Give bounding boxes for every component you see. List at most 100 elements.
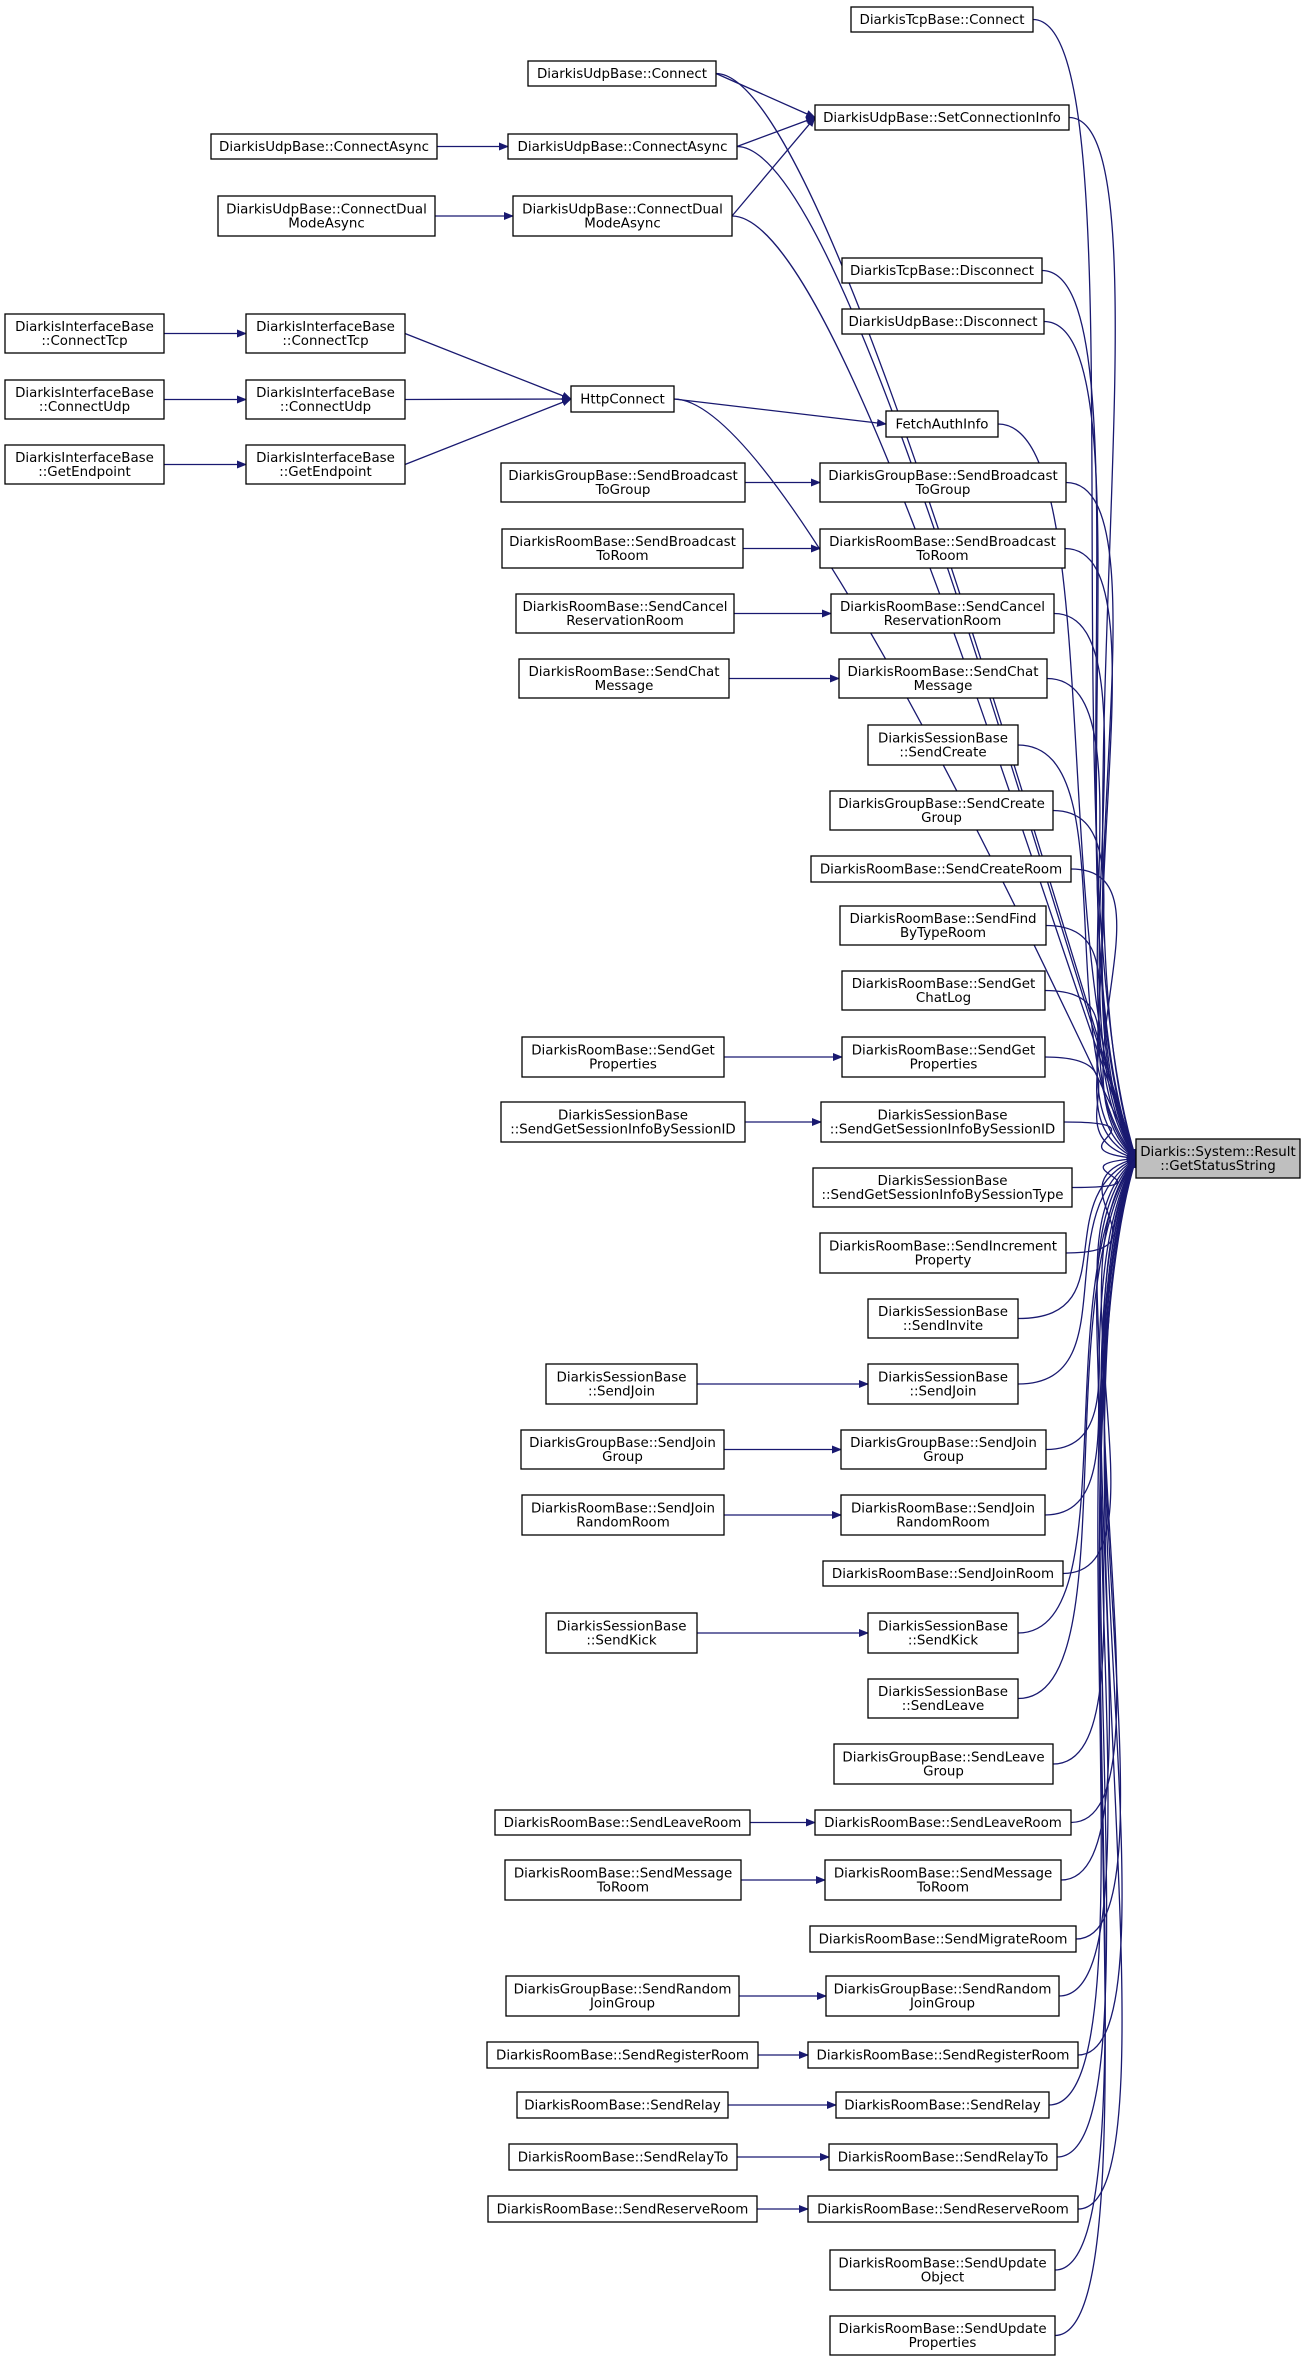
call-edge-arrow <box>1056 1157 1137 2158</box>
node-label-line: Group <box>602 1450 643 1465</box>
function-node[interactable]: FetchAuthInfo <box>885 410 999 438</box>
node-label-line: DiarkisRoomBase::SendJoinRoom <box>832 1567 1054 1582</box>
function-node[interactable]: DiarkisRoomBase::SendRegisterRoom <box>807 2041 1079 2069</box>
function-node[interactable]: DiarkisRoomBase::SendCancelReservationRo… <box>830 593 1055 634</box>
function-node[interactable]: DiarkisSessionBase::SendInvite <box>867 1298 1019 1339</box>
function-node[interactable]: DiarkisRoomBase::SendLeaveRoom <box>494 1809 751 1836</box>
function-node[interactable]: DiarkisSessionBase::SendGetSessionInfoBy… <box>812 1167 1073 1208</box>
node-label-line: Properties <box>909 2336 977 2351</box>
call-edge-arrow <box>1032 18 1138 1160</box>
function-node[interactable]: DiarkisInterfaceBase::GetEndpoint <box>4 444 165 485</box>
node-label-line: DiarkisGroupBase::SendJoin <box>529 1436 716 1451</box>
node-box <box>814 104 1070 131</box>
call-edge-arrow <box>404 398 572 466</box>
node-label-line: DiarkisSessionBase <box>878 1109 1008 1124</box>
function-node[interactable]: HttpConnect <box>570 385 675 413</box>
node-label-line: DiarkisRoomBase::SendRegisterRoom <box>817 2049 1070 2064</box>
function-node[interactable]: DiarkisInterfaceBase::ConnectUdp <box>245 379 406 420</box>
function-node[interactable]: DiarkisUdpBase::SetConnectionInfo <box>814 104 1070 131</box>
function-node[interactable]: DiarkisRoomBase::SendLeaveRoom <box>814 1809 1072 1836</box>
call-edge-arrow <box>1046 677 1137 1160</box>
node-label-line: DiarkisRoomBase::SendRelay <box>844 2099 1041 2114</box>
node-label-line: DiarkisRoomBase::SendReserveRoom <box>497 2203 749 2218</box>
function-node[interactable]: DiarkisSessionBase::SendGetSessionInfoBy… <box>820 1101 1065 1143</box>
function-node[interactable]: DiarkisUdpBase::Connect <box>527 60 717 87</box>
node-label-line: ::GetStatusString <box>1160 1159 1276 1174</box>
node-label-line: ::SendKick <box>908 1634 979 1649</box>
function-node[interactable]: DiarkisRoomBase::SendCancelReservationRo… <box>515 593 735 634</box>
function-node[interactable]: DiarkisRoomBase::SendRegisterRoom <box>486 2041 759 2069</box>
function-node[interactable]: DiarkisUdpBase::Disconnect <box>841 308 1045 335</box>
function-node[interactable]: DiarkisTcpBase::Disconnect <box>841 257 1043 284</box>
function-node[interactable]: DiarkisRoomBase::SendRelayTo <box>828 2143 1058 2171</box>
node-box <box>819 1232 1067 1274</box>
node-label-line: DiarkisUdpBase::Connect <box>537 67 707 82</box>
node-label-line: DiarkisInterfaceBase <box>15 386 154 401</box>
function-node[interactable]: DiarkisTcpBase::Connect <box>850 6 1034 33</box>
function-node[interactable]: DiarkisInterfaceBase::ConnectTcp <box>245 313 406 354</box>
node-label-line: DiarkisInterfaceBase <box>256 320 395 335</box>
node-label-line: ToRoom <box>595 549 648 564</box>
function-node[interactable]: DiarkisRoomBase::SendRelayTo <box>508 2143 738 2171</box>
node-label-line: DiarkisGroupBase::SendBroadcast <box>508 469 737 484</box>
function-node[interactable]: DiarkisInterfaceBase::GetEndpoint <box>245 444 406 485</box>
function-node[interactable]: DiarkisUdpBase::ConnectAsync <box>507 133 738 160</box>
node-label-line: Message <box>595 679 654 694</box>
node-label-line: DiarkisInterfaceBase <box>256 386 395 401</box>
function-node[interactable]: DiarkisSessionBase::SendLeave <box>867 1678 1019 1719</box>
function-node[interactable]: DiarkisUdpBase::ConnectAsync <box>210 133 438 160</box>
call-edge-arrow <box>673 398 1137 1160</box>
node-box <box>4 444 165 485</box>
node-box <box>885 410 999 438</box>
function-node[interactable]: DiarkisInterfaceBase::ConnectTcp <box>4 313 165 354</box>
function-node[interactable]: DiarkisRoomBase::SendMigrateRoom <box>809 1925 1077 1953</box>
function-node[interactable]: DiarkisSessionBase::SendGetSessionInfoBy… <box>500 1101 746 1143</box>
node-label-line: DiarkisGroupBase::SendCreate <box>838 797 1045 812</box>
function-node[interactable]: DiarkisRoomBase::SendReserveRoom <box>807 2195 1079 2223</box>
node-box <box>830 593 1055 634</box>
function-node[interactable]: DiarkisSessionBase::SendKick <box>867 1612 1019 1654</box>
function-node[interactable]: DiarkisInterfaceBase::ConnectUdp <box>4 379 165 420</box>
node-label-line: ::ConnectTcp <box>282 334 368 349</box>
node-box <box>840 1494 1046 1536</box>
node-label-line: ::ConnectUdp <box>39 400 130 415</box>
function-node[interactable]: DiarkisRoomBase::SendJoinRoom <box>822 1560 1064 1587</box>
function-node[interactable]: DiarkisSessionBase::SendJoin <box>545 1363 698 1405</box>
function-node[interactable]: DiarkisRoomBase::SendRelay <box>516 2091 729 2119</box>
function-node[interactable]: DiarkisRoomBase::SendCreateRoom <box>810 855 1072 883</box>
node-box <box>841 308 1045 335</box>
node-label-line: ::GetEndpoint <box>279 465 372 480</box>
root-function-node[interactable]: Diarkis::System::Result::GetStatusString <box>1135 1138 1301 1179</box>
node-label-line: ToRoom <box>596 1881 649 1896</box>
function-node[interactable]: DiarkisSessionBase::SendKick <box>545 1612 698 1654</box>
function-node[interactable]: DiarkisRoomBase::SendRelay <box>835 2091 1050 2119</box>
function-node[interactable]: DiarkisSessionBase::SendJoin <box>867 1363 1019 1405</box>
function-node[interactable]: DiarkisRoomBase::SendReserveRoom <box>487 2195 758 2223</box>
function-node[interactable]: DiarkisSessionBase::SendCreate <box>867 724 1019 766</box>
